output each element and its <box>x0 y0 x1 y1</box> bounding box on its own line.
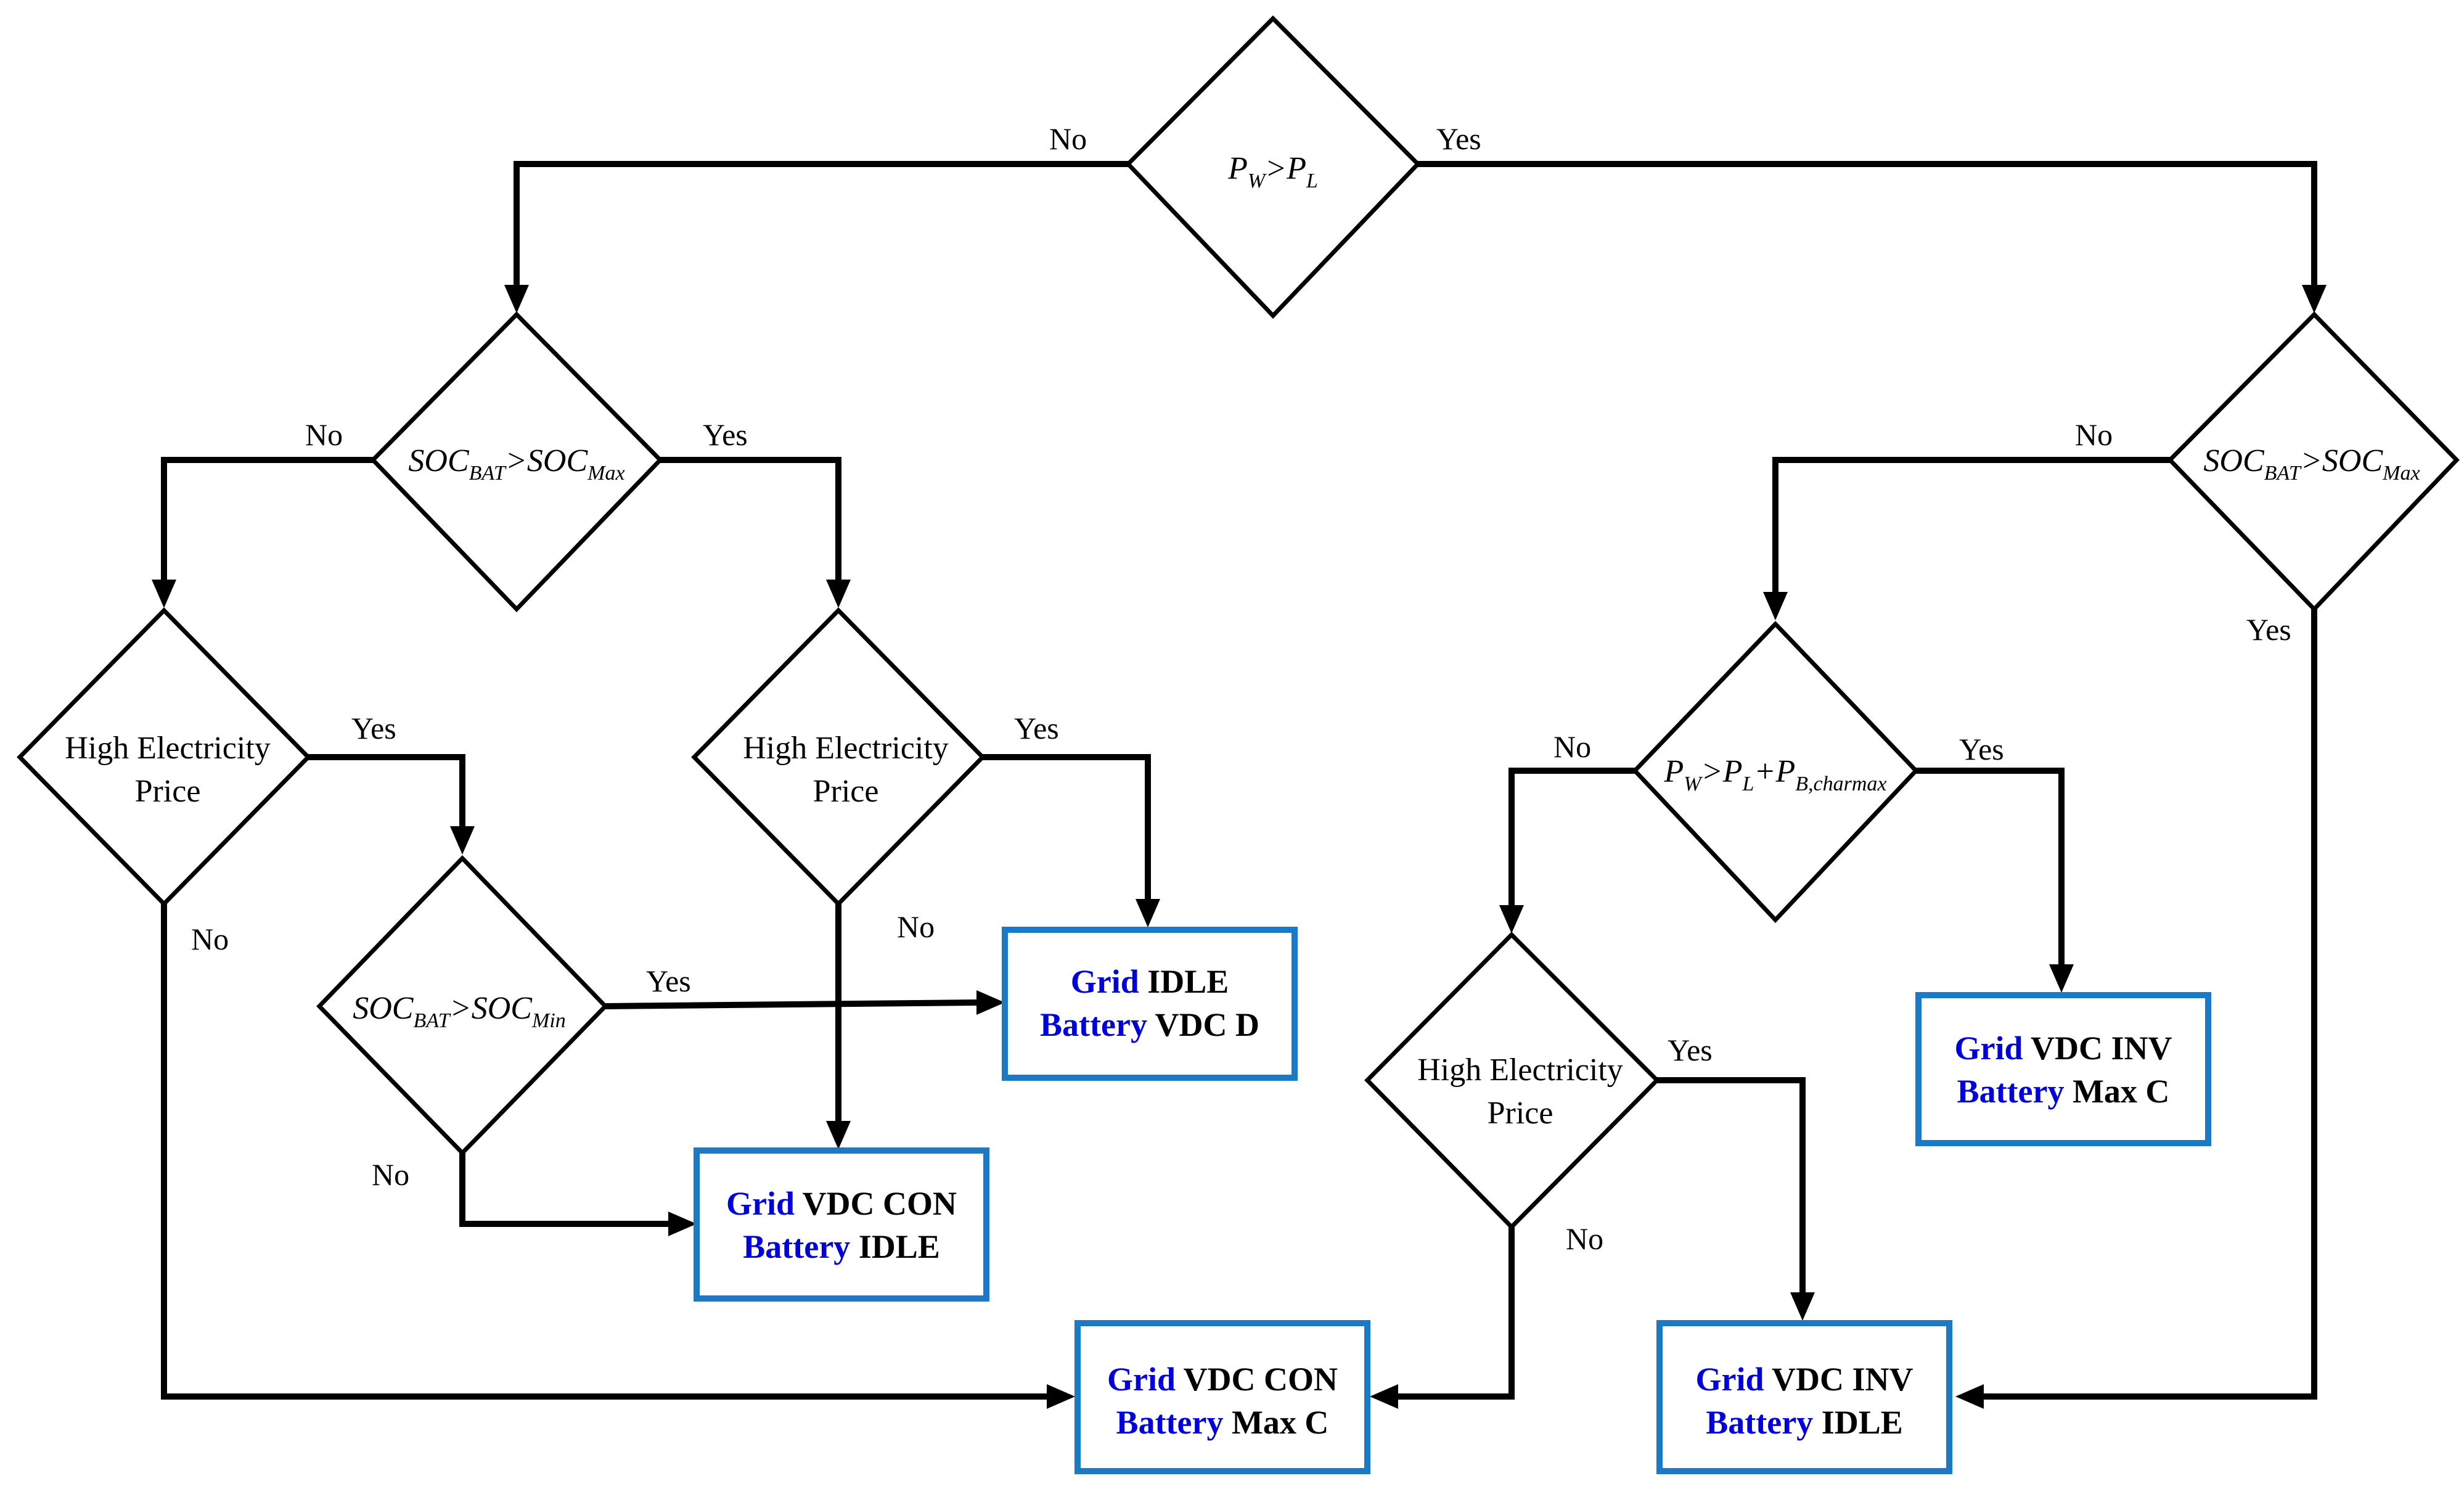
label-d8-yes: Yes <box>1668 1033 1713 1067</box>
edge-d3-no <box>1772 457 2170 597</box>
label-d8-no: No <box>1566 1221 1603 1256</box>
edge-d2-yes <box>660 457 841 585</box>
label-d4-yes: Yes <box>351 711 396 745</box>
decision-diamond <box>691 607 986 907</box>
outcome-box <box>1915 992 2211 1146</box>
decision-soc-gt-max-right: SOCBAT>SOCMax <box>2167 311 2460 613</box>
edges <box>152 161 2327 1409</box>
arrowhead <box>1136 899 1160 927</box>
outcome-grid-vdc-con-battery-max-c: Grid VDC CON Battery Max C <box>1074 1320 1370 1474</box>
decision-label: SOCBAT>SOCMin <box>353 991 566 1032</box>
arrowhead <box>450 826 475 855</box>
decision-label: SOCBAT>SOCMax <box>408 443 624 485</box>
label-d1-yes: Yes <box>1436 121 1481 156</box>
label-d3-no: No <box>2075 417 2113 452</box>
decision-high-price-right: High Electricity Price <box>1364 932 1660 1230</box>
label-d5-no: No <box>897 909 935 944</box>
arrowhead <box>1499 905 1524 933</box>
edge-d4-no <box>161 904 1048 1400</box>
decision-label-line1: High Electricity <box>743 731 949 766</box>
outcome-grid-line: Grid VDC CON <box>1107 1361 1338 1398</box>
decision-diamond <box>316 855 608 1157</box>
outcome-grid-vdc-inv-battery-max-c: Grid VDC INV Battery Max C <box>1915 992 2211 1146</box>
outcome-battery-line: Battery Max C <box>1957 1073 2170 1110</box>
label-d7-yes: Yes <box>1959 732 2004 766</box>
decision-soc-gt-min: SOCBAT>SOCMin <box>316 855 608 1157</box>
decision-label: SOCBAT>SOCMax <box>2203 443 2420 485</box>
decision-diamond <box>370 311 663 613</box>
outcome-grid-line: Grid IDLE <box>1071 963 1229 1000</box>
decision-soc-gt-max-left: SOCBAT>SOCMax <box>370 311 663 613</box>
decision-diamond <box>1364 932 1660 1230</box>
decision-diamond <box>17 607 311 907</box>
outcome-grid-line: Grid VDC CON <box>726 1185 957 1222</box>
label-d6-no: No <box>372 1157 409 1192</box>
label-d2-no: No <box>305 417 343 452</box>
outcome-box <box>1656 1320 1952 1474</box>
edge-d6-yes <box>605 999 978 1009</box>
arrowhead <box>826 1121 851 1149</box>
decision-pw-gt-pl: PW>PL <box>1125 15 1421 319</box>
edge-d6-no <box>459 1153 669 1227</box>
decision-label-line2: Price <box>1488 1096 1553 1131</box>
outcome-grid-idle-battery-vdc-d: Grid IDLE Battery VDC D <box>1002 927 1298 1081</box>
decision-pw-gt-pl-plus-pbcharmax: PW>PL+PB,charmax <box>1632 620 1919 924</box>
arrowhead <box>1370 1384 1398 1409</box>
label-d1-no: No <box>1049 121 1087 156</box>
outcome-battery-line: Battery VDC D <box>1040 1006 1259 1043</box>
label-d5-yes: Yes <box>1014 711 1059 745</box>
arrowhead <box>1955 1384 1984 1409</box>
edge-d1-no <box>514 161 1128 290</box>
edge-d3-yes <box>1979 607 2317 1400</box>
edge-d1-yes <box>1418 161 2317 290</box>
arrowhead <box>1790 1292 1815 1321</box>
edge-d8-yes <box>1657 1077 1806 1295</box>
arrowhead <box>2049 964 2074 993</box>
edge-d2-no <box>161 457 373 585</box>
arrowhead <box>1763 592 1788 620</box>
label-d7-no: No <box>1553 729 1591 764</box>
edge-d7-no <box>1508 768 1635 908</box>
decision-label-line2: Price <box>135 774 201 809</box>
arrowhead <box>2302 285 2327 313</box>
decision-label-line1: High Electricity <box>65 731 271 766</box>
outcome-grid-line: Grid VDC INV <box>1695 1361 1913 1398</box>
label-d2-yes: Yes <box>703 417 748 452</box>
edge-d5-yes <box>983 754 1151 900</box>
outcome-grid-vdc-inv-battery-idle: Grid VDC INV Battery IDLE <box>1656 1320 1952 1474</box>
decision-high-price-middle: High Electricity Price <box>691 607 986 907</box>
outcome-battery-line: Battery IDLE <box>743 1228 939 1265</box>
decision-diamond <box>2167 311 2460 613</box>
edge-d7-yes <box>1916 768 2065 967</box>
arrowhead <box>668 1212 697 1236</box>
outcome-battery-line: Battery IDLE <box>1706 1404 1902 1441</box>
arrowhead <box>1047 1384 1075 1409</box>
edge-d4-yes <box>308 754 465 831</box>
arrowhead <box>826 580 851 608</box>
arrowhead <box>152 580 176 608</box>
decision-diamond <box>1125 15 1421 319</box>
outcome-box <box>694 1147 989 1302</box>
decision-label-line2: Price <box>813 774 879 809</box>
label-d6-yes: Yes <box>646 964 691 998</box>
outcome-grid-line: Grid VDC INV <box>1954 1030 2172 1067</box>
arrowhead <box>976 990 1005 1015</box>
edge-d8-no <box>1393 1227 1515 1400</box>
outcome-battery-line: Battery Max C <box>1116 1404 1329 1441</box>
outcome-grid-vdc-con-battery-idle: Grid VDC CON Battery IDLE <box>694 1147 989 1302</box>
arrowhead <box>504 285 529 313</box>
decision-diamond <box>1632 620 1919 924</box>
decision-label-line1: High Electricity <box>1417 1052 1623 1088</box>
label-d3-yes: Yes <box>2246 612 2291 647</box>
label-d4-no: No <box>191 922 229 956</box>
outcome-box <box>1074 1320 1370 1474</box>
edge-labels: No Yes No Yes No Yes Yes No Yes No Yes N… <box>191 121 2291 1256</box>
decision-high-price-left: High Electricity Price <box>17 607 311 907</box>
decision-label: PW>PL <box>1227 151 1318 192</box>
decision-label: PW>PL+PB,charmax <box>1664 754 1887 795</box>
outcome-box <box>1002 927 1298 1081</box>
